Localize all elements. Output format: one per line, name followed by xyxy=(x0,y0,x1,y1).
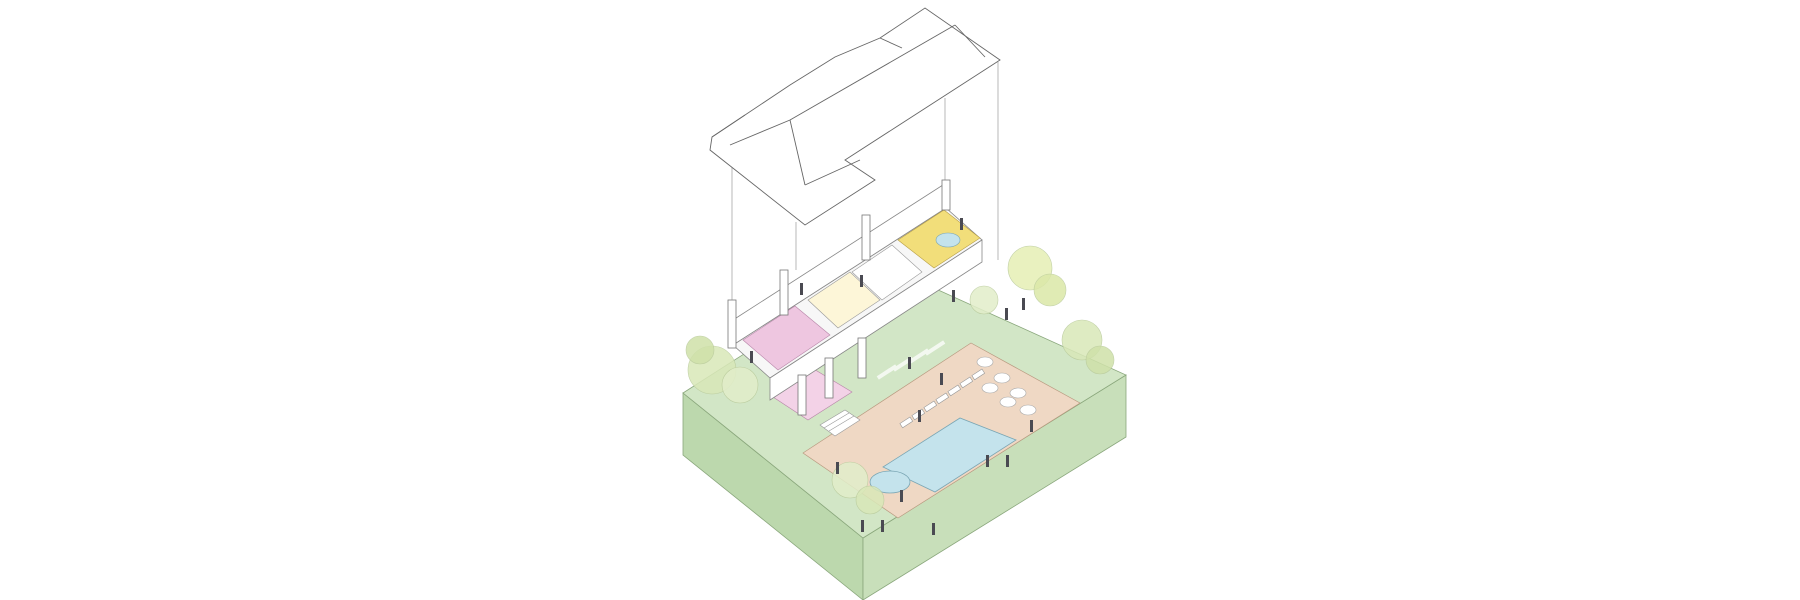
parasol xyxy=(1019,404,1037,416)
person-figure xyxy=(900,490,903,502)
pavilion xyxy=(727,179,983,437)
person-figure xyxy=(940,373,943,385)
person-figure xyxy=(1030,420,1033,432)
person-figure xyxy=(1022,298,1025,310)
person-figure xyxy=(918,410,921,422)
corner-post xyxy=(861,214,871,261)
person-figure xyxy=(860,275,863,287)
corner-post xyxy=(857,337,867,379)
corner-posts xyxy=(727,179,951,416)
sun-loungers xyxy=(899,368,986,429)
parasol xyxy=(976,356,994,368)
swimming-pool xyxy=(882,417,1017,493)
sun-lounger xyxy=(923,400,938,413)
tree-canopy xyxy=(685,335,715,365)
person-figure xyxy=(800,283,803,295)
tree-canopy xyxy=(855,485,885,515)
sun-lounger xyxy=(935,392,950,405)
projection-lines xyxy=(731,62,999,300)
parasol xyxy=(981,382,999,394)
person-figure xyxy=(861,520,864,532)
sun-lounger xyxy=(959,376,974,389)
person-figure xyxy=(960,218,963,230)
yellow-room-pool xyxy=(935,232,961,248)
corner-post xyxy=(727,299,737,349)
person-figure xyxy=(1006,455,1009,467)
person-figure xyxy=(952,290,955,302)
tree-canopy xyxy=(721,366,759,404)
person-figure xyxy=(836,462,839,474)
people xyxy=(750,218,1033,535)
corner-post xyxy=(941,179,951,211)
tree-canopy xyxy=(831,461,869,499)
corner-post xyxy=(779,269,789,316)
entrance-steps xyxy=(819,409,861,437)
sun-lounger xyxy=(899,416,914,429)
middle-room-2 xyxy=(851,244,923,301)
tree-canopy xyxy=(969,285,999,315)
person-figure xyxy=(932,523,935,535)
tree-canopy xyxy=(1085,345,1115,375)
person-figure xyxy=(986,455,989,467)
corner-post xyxy=(824,357,834,399)
pavilion-front-wall xyxy=(769,239,983,401)
roof xyxy=(709,7,1001,226)
spa-pool xyxy=(869,470,911,494)
person-figure xyxy=(881,520,884,532)
person-figure xyxy=(908,357,911,369)
pool-terrace xyxy=(802,342,1081,519)
corner-post xyxy=(797,374,807,416)
person-figure xyxy=(750,351,753,363)
parasol xyxy=(993,372,1011,384)
sun-lounger xyxy=(971,368,986,381)
trees xyxy=(685,245,1115,515)
pink-room xyxy=(742,305,831,371)
parasols xyxy=(976,356,1037,416)
sun-lounger xyxy=(947,384,962,397)
parasol xyxy=(1009,387,1027,399)
person-figure xyxy=(1005,308,1008,320)
parasol xyxy=(999,396,1017,408)
tree-canopy xyxy=(1033,273,1067,307)
roof-outline xyxy=(709,7,1001,226)
